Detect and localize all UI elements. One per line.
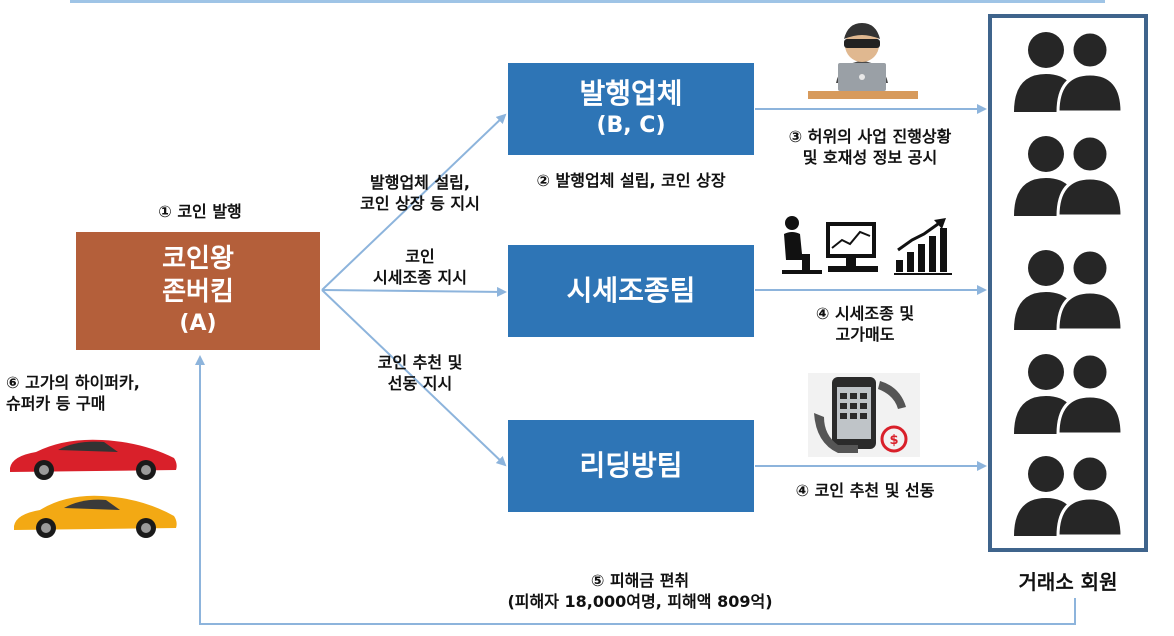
- arrow-to-manipulation: [321, 286, 507, 297]
- manipulation-team-box: 시세조종팀: [508, 245, 754, 337]
- exchange-members-box: [988, 14, 1148, 552]
- step-manipulate-sell: ④ 시세조종 및 고가매도: [815, 304, 915, 344]
- top-divider-line: [70, 0, 1105, 3]
- step-coin-issue: ① 코인 발행: [158, 202, 242, 221]
- hacker-icon: [808, 23, 918, 99]
- arrow-to-issuer: [321, 113, 507, 291]
- trader-computer-icon: [782, 216, 878, 274]
- yellow-supercar-icon: [14, 495, 177, 538]
- reading-team-title: 리딩방팀: [579, 449, 683, 482]
- step-recommend: ④ 코인 추천 및 선동: [795, 481, 935, 500]
- step-purchase: ⑥ 고가의 하이퍼카, 슈퍼카 등 구매: [6, 373, 140, 413]
- step-theft: ⑤ 피해금 편취 (피해자 18,000여명, 피해액 809억): [507, 571, 773, 611]
- member-icons: [1012, 30, 1124, 538]
- member-pair-2: [1012, 134, 1124, 218]
- svg-text:$: $: [889, 433, 898, 448]
- arrow-to-reading: [321, 289, 507, 467]
- growth-chart-icon: [894, 218, 952, 275]
- kingpin-title: 코인왕 존버킴: [162, 244, 234, 307]
- red-supercar-icon: [10, 439, 177, 480]
- step-false-disclosure: ③ 허위의 사업 진행상황 및 호재성 정보 공시: [788, 127, 952, 167]
- member-pair-4: [1012, 352, 1124, 436]
- instruction-manipulation: 코인 시세조종 지시: [373, 247, 467, 287]
- issuer-title: 발행업체: [579, 77, 683, 110]
- mobile-payment-icon: $: [808, 373, 920, 457]
- instruction-reading: 코인 추천 및 선동 지시: [377, 353, 463, 393]
- exchange-members-label: 거래소 회원: [1018, 570, 1118, 594]
- member-pair-1: [1012, 30, 1124, 114]
- instruction-issuer: 발행업체 설립, 코인 상장 등 지시: [360, 173, 480, 213]
- manipulation-team-title: 시세조종팀: [566, 274, 696, 307]
- member-pair-5: [1012, 454, 1124, 538]
- arrow-return-to-kingpin: [195, 355, 1076, 625]
- issuer-box: 발행업체 (B, C): [508, 63, 754, 155]
- member-pair-3: [1012, 248, 1124, 332]
- kingpin-code: (A): [179, 311, 217, 336]
- reading-team-box: 리딩방팀: [508, 420, 754, 512]
- kingpin-box: 코인왕 존버킴 (A): [76, 232, 320, 350]
- step-issuer-setup: ② 발행업체 설립, 코인 상장: [536, 171, 726, 190]
- issuer-code: (B, C): [596, 113, 666, 138]
